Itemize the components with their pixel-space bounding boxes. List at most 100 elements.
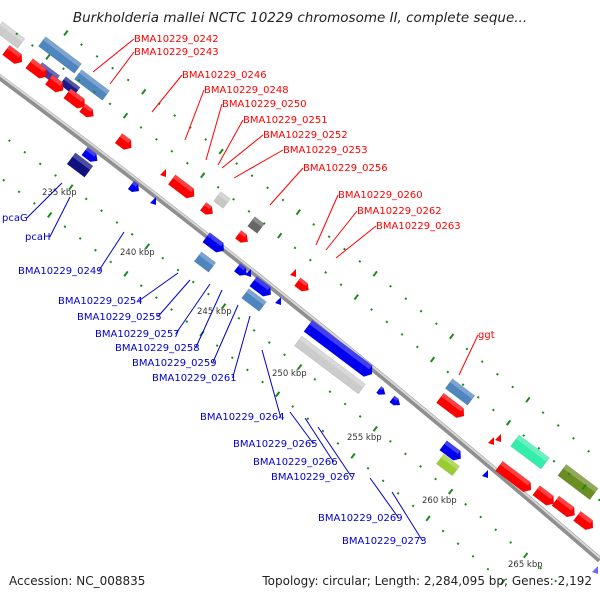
strand-marker xyxy=(488,437,494,445)
scale-tick xyxy=(372,425,378,432)
scale-tick xyxy=(385,320,389,324)
forward-gene-label: ggt xyxy=(478,330,495,341)
scale-tick xyxy=(93,90,96,94)
scale-tick xyxy=(554,579,557,583)
gene-feature xyxy=(294,335,366,395)
gene-feature xyxy=(25,58,48,79)
scale-tick xyxy=(343,402,347,406)
reverse-gene-label: BMA10229_0273 xyxy=(342,536,427,547)
scale-tick xyxy=(358,415,362,418)
strand-marker xyxy=(160,169,166,177)
gene-feature-body xyxy=(495,460,532,493)
gene-feature-body xyxy=(294,335,366,395)
gene-feature xyxy=(249,276,272,297)
scale-tick xyxy=(230,356,234,360)
gene-feature xyxy=(510,434,550,470)
gene-feature xyxy=(247,216,265,234)
gene-feature xyxy=(436,392,465,419)
leader-line xyxy=(325,210,358,251)
scale-tick xyxy=(471,555,475,558)
reverse-gene-label: BMA10229_0249 xyxy=(18,266,103,277)
scale-tick xyxy=(170,308,173,311)
scale-tick xyxy=(218,148,224,155)
forward-gene-label: BMA10229_0250 xyxy=(222,99,307,110)
gene-feature xyxy=(495,460,532,493)
map-title: Burkholderia mallei NCTC 10229 chromosom… xyxy=(72,10,528,26)
scale-tick xyxy=(95,55,99,58)
reverse-gene-label: BMA10229_0257 xyxy=(95,329,180,340)
leader-line xyxy=(317,426,353,478)
gene-feature-highlight xyxy=(30,58,47,73)
gene-feature-highlight xyxy=(40,62,60,79)
scale-tick xyxy=(78,237,82,240)
scale-tick xyxy=(429,356,436,363)
scale-tick xyxy=(161,256,165,260)
gene-feature-body xyxy=(436,453,460,477)
gene-feature xyxy=(44,74,64,93)
leader-line xyxy=(261,349,282,418)
scale-tick xyxy=(191,280,195,284)
gene-feature xyxy=(0,21,26,49)
leader-line xyxy=(138,272,179,302)
leader-line xyxy=(49,196,71,238)
scale-tick xyxy=(511,385,515,389)
gene-feature-body xyxy=(573,510,594,531)
scale-tick xyxy=(17,190,21,194)
gene-feature-highlight xyxy=(309,320,373,370)
scale-tick xyxy=(480,360,484,364)
scale-tick xyxy=(449,333,455,340)
gene-feature xyxy=(63,88,86,109)
gene-feature xyxy=(233,263,248,276)
scale-tick xyxy=(245,368,249,372)
scale-tick xyxy=(448,488,454,495)
scale-tick xyxy=(23,150,27,154)
gene-feature-highlight xyxy=(63,76,81,91)
scale-tick xyxy=(139,284,143,288)
scale-tick xyxy=(111,66,115,70)
gene-feature-body xyxy=(213,191,231,209)
gene-feature-body xyxy=(199,202,214,215)
gene-feature-body xyxy=(202,232,225,253)
scale-tick xyxy=(94,248,97,252)
scale-tick xyxy=(419,309,423,313)
scale-tick xyxy=(366,466,370,470)
gene-feature-body xyxy=(79,103,94,118)
scale-tick xyxy=(425,515,431,522)
scale-tick xyxy=(343,247,346,251)
strand-marker xyxy=(275,297,281,305)
scale-tick-label: 255 kbp xyxy=(347,433,382,443)
gene-feature-highlight xyxy=(207,232,224,247)
gene-feature-body xyxy=(376,386,386,395)
forward-gene-label: BMA10229_0242 xyxy=(134,34,219,45)
gene-feature xyxy=(167,174,195,199)
gene-feature-highlight xyxy=(379,386,384,391)
scale-tick xyxy=(144,243,151,250)
scale-tick xyxy=(522,434,526,437)
scale-tick xyxy=(154,296,158,300)
leader-line xyxy=(369,477,400,519)
scale-tick xyxy=(207,292,210,296)
scale-tick xyxy=(122,112,129,119)
gene-feature-body xyxy=(2,44,23,65)
scale-tick xyxy=(500,578,506,585)
gene-feature-body xyxy=(241,288,267,312)
gene-feature xyxy=(74,69,110,101)
scale-tick xyxy=(8,139,11,143)
scale-tick-label: 250 kbp xyxy=(272,369,307,379)
strand-marker xyxy=(150,197,156,205)
scale-tick xyxy=(505,419,512,426)
gene-feature-highlight xyxy=(239,230,247,238)
gene-feature xyxy=(294,277,309,292)
scale-tick xyxy=(139,126,143,129)
reverse-gene-label: BMA10229_0266 xyxy=(253,457,338,468)
gene-feature-body xyxy=(444,378,476,406)
scale-tick xyxy=(232,197,235,201)
accession-text: Accession: NC_008835 xyxy=(9,574,146,588)
leader-line xyxy=(233,149,284,179)
gene-feature xyxy=(199,202,214,215)
scale-tick xyxy=(327,235,331,239)
scale-tick xyxy=(115,221,119,224)
gene-feature-highlight xyxy=(246,288,267,306)
scale-tick xyxy=(15,32,19,36)
forward-gene-label: BMA10229_0262 xyxy=(357,206,442,217)
